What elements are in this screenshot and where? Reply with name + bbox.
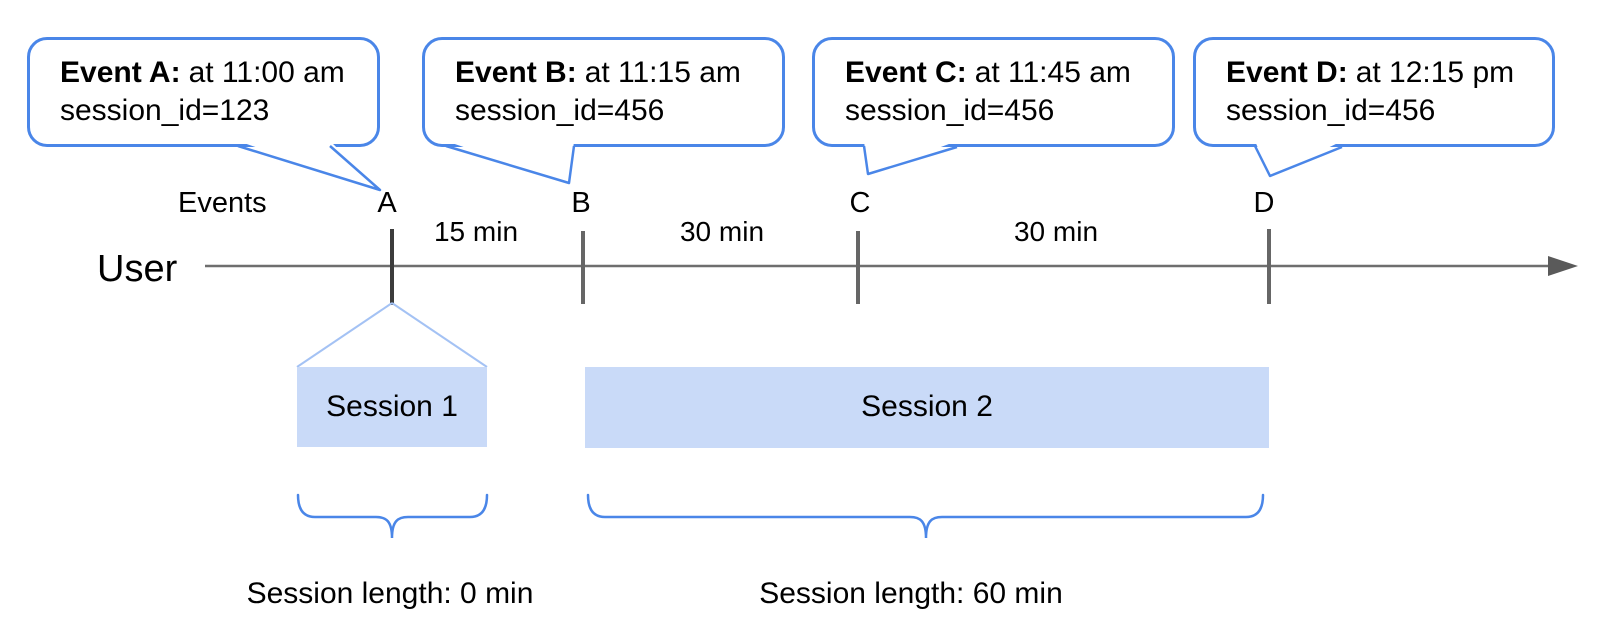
event-c-bubble-title: Event C:: [845, 56, 967, 89]
session-1-bar-label: Session 1: [326, 390, 458, 423]
session-1-length-label: Session length: 0 min: [246, 577, 534, 610]
interval-label-c-d: 30 min: [1013, 216, 1099, 247]
session-2-bar: Session 2: [585, 367, 1269, 448]
user-row-label: User: [97, 248, 178, 290]
session-1-bar: Session 1: [297, 367, 487, 447]
event-c-bubble-line1: Event C:at 11:45 am: [845, 54, 1172, 92]
event-c-bubble-time: at 11:45 am: [974, 56, 1131, 89]
event-d-bubble: Event D:at 12:15 pm session_id=456: [1193, 37, 1555, 147]
session-2-bar-label: Session 2: [861, 390, 993, 423]
timeline-arrowhead-icon: [1548, 256, 1578, 276]
event-d-bubble-line1: Event D:at 12:15 pm: [1226, 54, 1552, 92]
event-a-tail-fill: [238, 141, 380, 190]
session-1-brace: [296, 493, 489, 539]
event-b-bubble-title: Event B:: [455, 56, 577, 89]
interval-label-b-c: 30 min: [679, 216, 765, 247]
event-b-bubble-time: at 11:15 am: [584, 56, 741, 89]
event-b-tail: [445, 144, 576, 185]
funnel-line-left: [296, 302, 393, 368]
funnel-line-right: [391, 302, 488, 368]
event-a-bubble-time: at 11:00 am: [188, 56, 345, 89]
event-c-bubble: Event C:at 11:45 am session_id=456: [812, 37, 1175, 147]
event-c-tail: [862, 145, 958, 176]
event-a-bubble-line1: Event A:at 11:00 am: [60, 54, 377, 92]
event-letter-d: D: [1253, 187, 1275, 219]
event-b-bubble: Event B:at 11:15 am session_id=456: [422, 37, 785, 147]
event-letter-a: A: [377, 187, 397, 219]
event-d-tail: [1253, 145, 1343, 178]
event-a-tail: [237, 144, 382, 192]
event-a-bubble-session-id: session_id=123: [60, 94, 270, 127]
event-d-bubble-session-id: session_id=456: [1226, 94, 1436, 127]
event-c-bubble-session-id: session_id=456: [845, 94, 1055, 127]
session-2-length-label: Session length: 60 min: [759, 577, 1063, 610]
event-b-bubble-line1: Event B:at 11:15 am: [455, 54, 782, 92]
event-d-bubble-title: Event D:: [1226, 56, 1348, 89]
events-row-label: Events: [178, 187, 267, 219]
event-b-tail-fill: [446, 141, 574, 183]
event-letter-c: C: [849, 187, 871, 219]
session-2-brace: [586, 493, 1265, 539]
event-a-bubble: Event A:at 11:00 am session_id=123: [27, 37, 380, 147]
event-a-bubble-title: Event A:: [60, 56, 181, 89]
event-d-bubble-time: at 12:15 pm: [1355, 56, 1515, 89]
event-letter-b: B: [571, 187, 591, 219]
event-b-bubble-session-id: session_id=456: [455, 94, 665, 127]
interval-label-a-b: 15 min: [433, 216, 519, 247]
